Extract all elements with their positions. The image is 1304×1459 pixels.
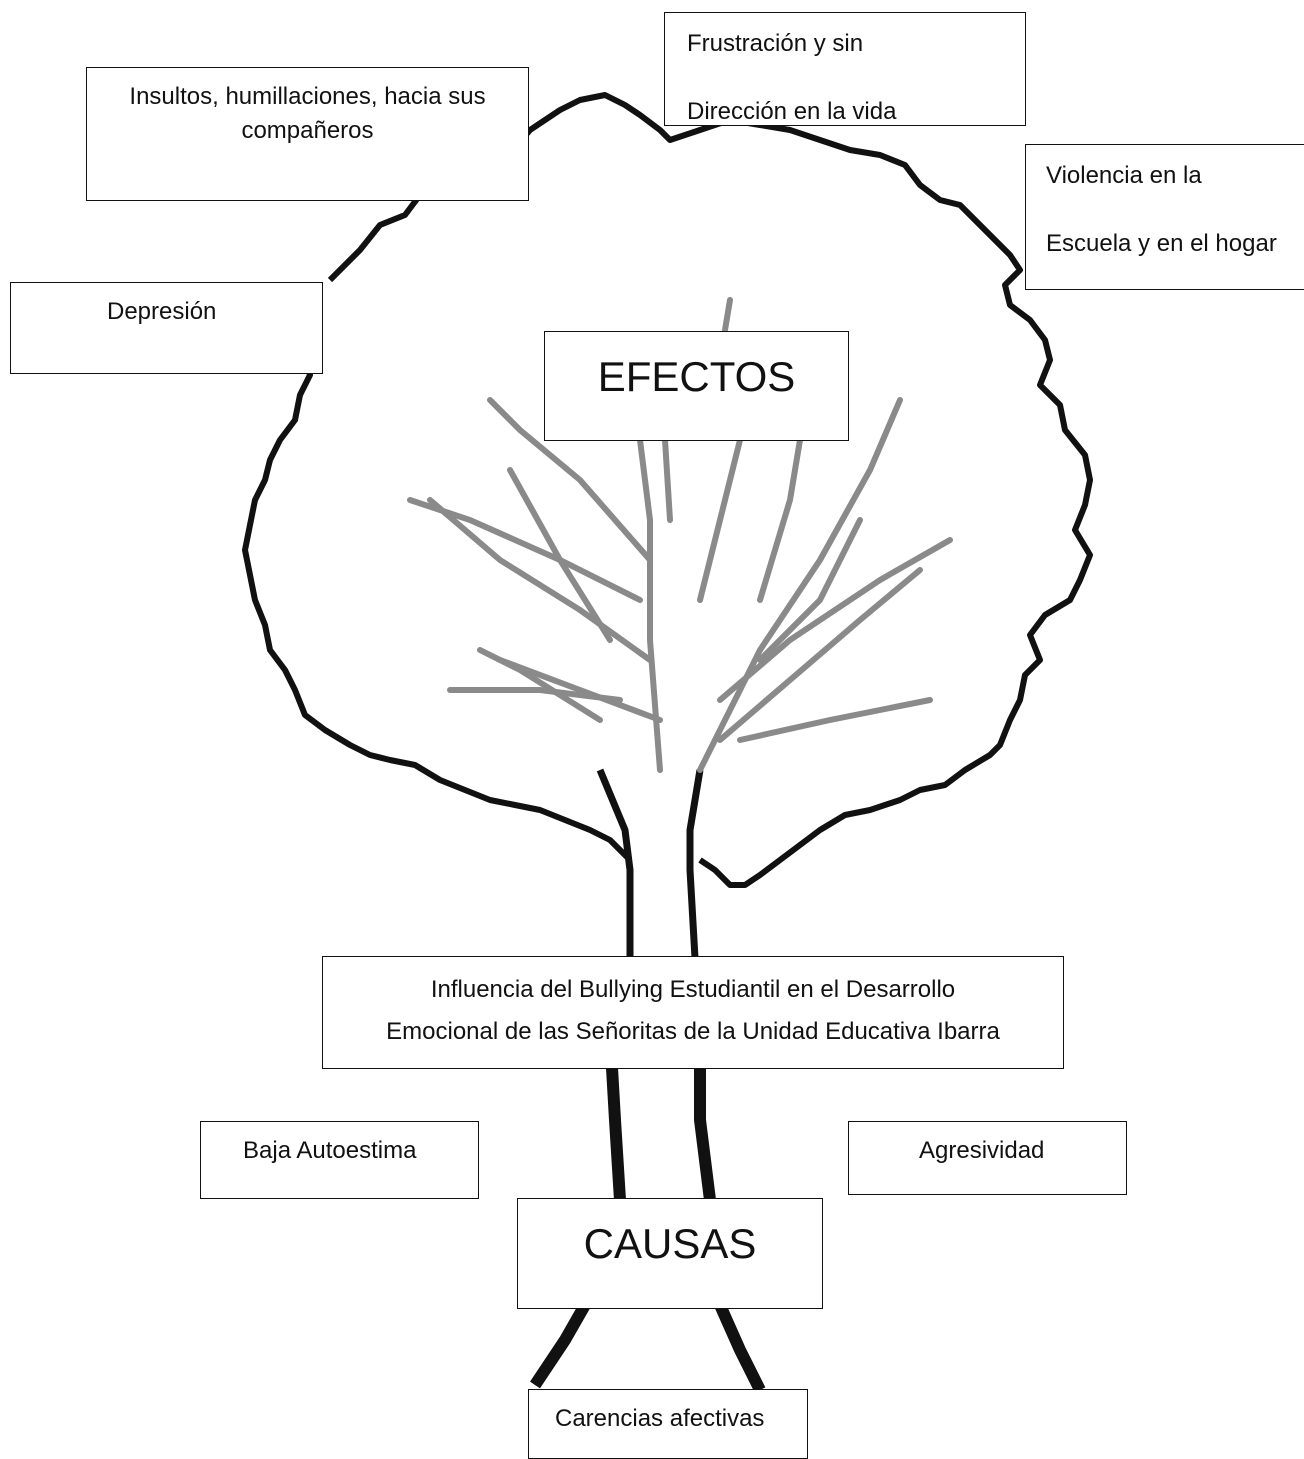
central-problem-line2: Emocional de las Señoritas de la Unidad …: [386, 1018, 1000, 1045]
cause-agresividad-label: Agresividad: [919, 1137, 1045, 1164]
cause-box-carencias: Carencias afectivas: [528, 1389, 808, 1459]
effect-frustracion-line2: Dirección en la vida: [687, 98, 897, 125]
central-problem-box: Influencia del Bullying Estudiantil en e…: [322, 956, 1064, 1069]
effects-heading: EFECTOS: [544, 331, 849, 441]
effect-box-insultos: Insultos, humillaciones, hacia sus compa…: [86, 67, 529, 201]
causes-heading-label: CAUSAS: [583, 1220, 757, 1267]
central-problem-line1: Influencia del Bullying Estudiantil en e…: [430, 976, 956, 1003]
effect-box-depresion: Depresión: [10, 282, 323, 374]
effect-insultos-line2: compañeros: [241, 117, 374, 144]
cause-box-agresividad: Agresividad: [848, 1121, 1127, 1195]
tree-roots: [530, 1302, 766, 1393]
effects-heading-label: EFECTOS: [597, 353, 796, 400]
effect-violencia-line2: Escuela y en el hogar: [1046, 230, 1277, 257]
effect-box-violencia: Violencia en la Escuela y en el hogar: [1025, 144, 1304, 290]
tree-branches: [407, 297, 953, 773]
tree-trunk-upper: [596, 768, 704, 959]
tree-trunk-lower: [606, 1067, 716, 1201]
cause-carencias-label: Carencias afectivas: [555, 1405, 765, 1432]
effect-depresion-label: Depresión: [107, 298, 217, 325]
tree-crown-outline: [242, 92, 1093, 888]
effect-frustracion-line1: Frustración y sin: [687, 30, 864, 57]
effect-box-frustracion: Frustración y sin Dirección en la vida: [664, 12, 1026, 126]
effect-insultos-line1: Insultos, humillaciones, hacia sus: [129, 83, 486, 110]
cause-box-baja-autoestima: Baja Autoestima: [200, 1121, 479, 1199]
causes-heading: CAUSAS: [517, 1198, 823, 1309]
effect-violencia-line1: Violencia en la: [1046, 162, 1202, 189]
cause-baja-autoestima-label: Baja Autoestima: [243, 1137, 417, 1164]
